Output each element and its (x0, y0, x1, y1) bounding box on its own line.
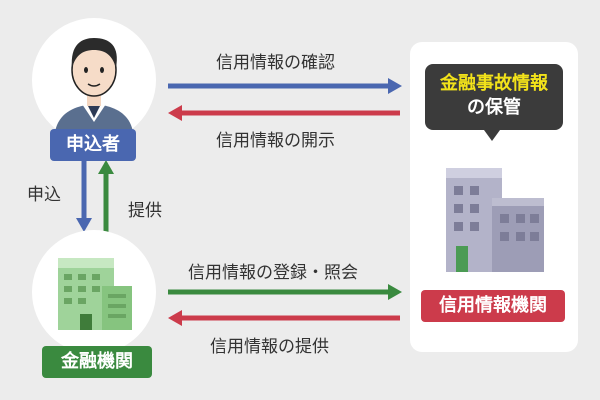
label-register: 信用情報の登録・照会 (188, 263, 358, 283)
label-confirm: 信用情報の確認 (216, 53, 335, 73)
arrow-disclose (168, 105, 400, 121)
bubble-title: 金融事故情報 (440, 73, 548, 94)
bureau-speech-bubble: 金融事故情報 の保管 (425, 64, 563, 130)
label-provide-info: 信用情報の提供 (210, 337, 329, 357)
arrow-provide-info (168, 310, 400, 326)
financial-circle (32, 230, 156, 354)
bubble-subtitle: の保管 (467, 97, 521, 118)
arrow-register (168, 284, 402, 300)
financial-tag: 金融機関 (42, 346, 152, 378)
arrow-confirm (168, 78, 402, 94)
label-disclose: 信用情報の開示 (216, 131, 335, 151)
label-provide-up: 提供 (128, 201, 162, 221)
applicant-tag: 申込者 (50, 129, 136, 161)
bank-building-icon (58, 258, 132, 330)
label-apply: 申込 (27, 185, 61, 205)
arrow-provide-up (98, 160, 114, 232)
bureau-tag: 信用情報機関 (421, 290, 565, 322)
arrow-apply (76, 160, 92, 232)
